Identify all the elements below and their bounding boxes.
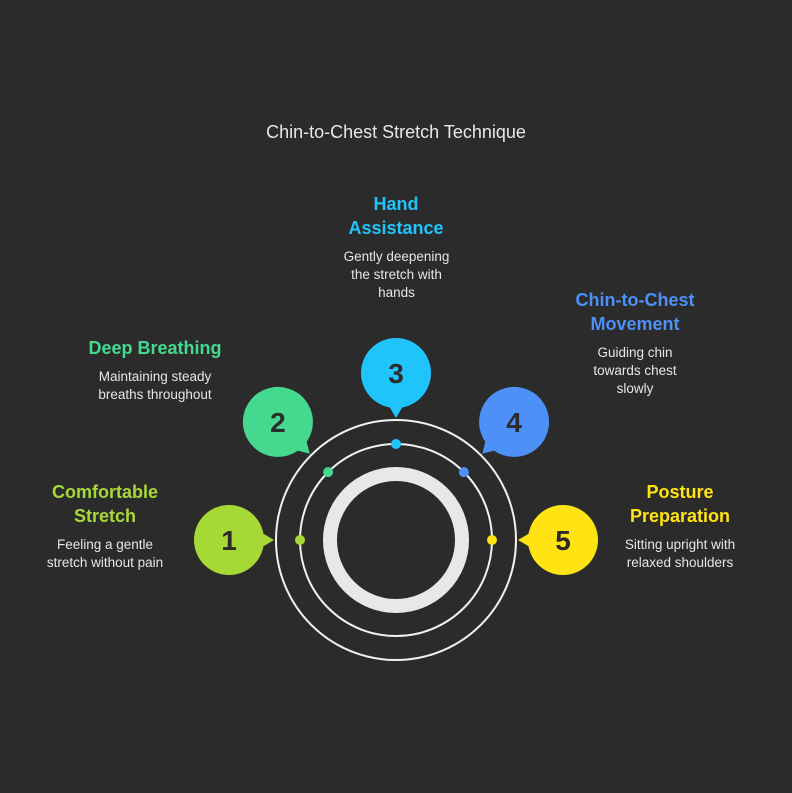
step-4-bubble — [479, 386, 550, 457]
step-2-description: Maintaining steady breaths throughout — [98, 369, 212, 402]
step-3-label: Hand Assistance Gently deepening the str… — [330, 192, 462, 302]
step-3-description: Gently deepening the stretch with hands — [343, 249, 450, 300]
step-5-description: Sitting upright with relaxed shoulders — [624, 537, 736, 570]
step-4-description: Guiding chin towards chest slowly — [593, 345, 677, 396]
diagram-title: Chin-to-Chest Stretch Technique — [266, 122, 526, 142]
step-5-label: Posture Preparation Sitting upright with… — [605, 480, 755, 572]
step-5-number: 5 — [555, 525, 571, 556]
step-1-heading: Comfortable Stretch — [51, 482, 158, 526]
step-3-dot — [391, 439, 401, 449]
step-2-number: 2 — [270, 407, 286, 438]
step-3-heading: Hand Assistance — [348, 194, 444, 238]
step-2-dot — [323, 467, 334, 478]
step-4-dot — [458, 467, 469, 478]
step-2-label: Deep Breathing Maintaining steady breath… — [70, 336, 240, 404]
step-4-number: 4 — [506, 407, 522, 438]
step-1-number: 1 — [221, 525, 237, 556]
step-1-description: Feeling a gentle stretch without pain — [46, 537, 164, 570]
step-5-dot — [487, 535, 497, 545]
step-5-heading: Posture Preparation — [629, 482, 731, 526]
step-2-heading: Deep Breathing — [88, 338, 222, 358]
outer-ring — [275, 419, 517, 661]
step-4-label: Chin-to-Chest Movement Guiding chin towa… — [560, 288, 710, 398]
inner-ring — [323, 467, 469, 613]
step-5-bubble — [528, 505, 598, 575]
step-1-dot — [295, 535, 305, 545]
step-1-bubble — [194, 505, 264, 575]
step-3-bubble — [361, 338, 431, 408]
step-1-label: Comfortable Stretch Feeling a gentle str… — [20, 480, 190, 572]
step-4-heading: Chin-to-Chest Movement — [575, 290, 695, 334]
step-2-bubble — [242, 386, 313, 457]
step-3-number: 3 — [388, 358, 404, 389]
